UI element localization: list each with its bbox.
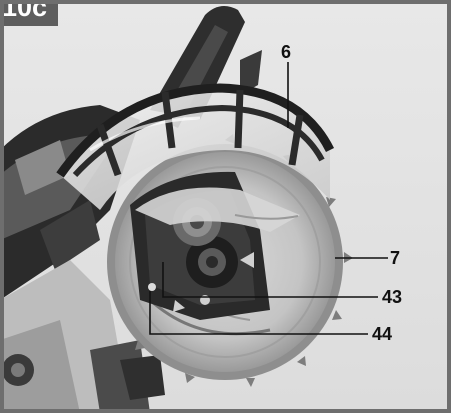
screw-44 — [148, 283, 156, 291]
leader-44 — [149, 291, 368, 335]
callout-label-6: 6 — [281, 42, 292, 62]
callout-label-43: 43 — [382, 287, 403, 307]
leader-43 — [162, 262, 378, 298]
lower-guard — [135, 187, 300, 232]
callout-leaders — [149, 62, 388, 335]
figure-tag: 10c — [0, 0, 58, 26]
handle-bracket — [240, 50, 262, 95]
callout-label-44: 44 — [372, 324, 393, 344]
callout-label-7: 7 — [390, 248, 401, 268]
blade-guard — [56, 83, 335, 210]
